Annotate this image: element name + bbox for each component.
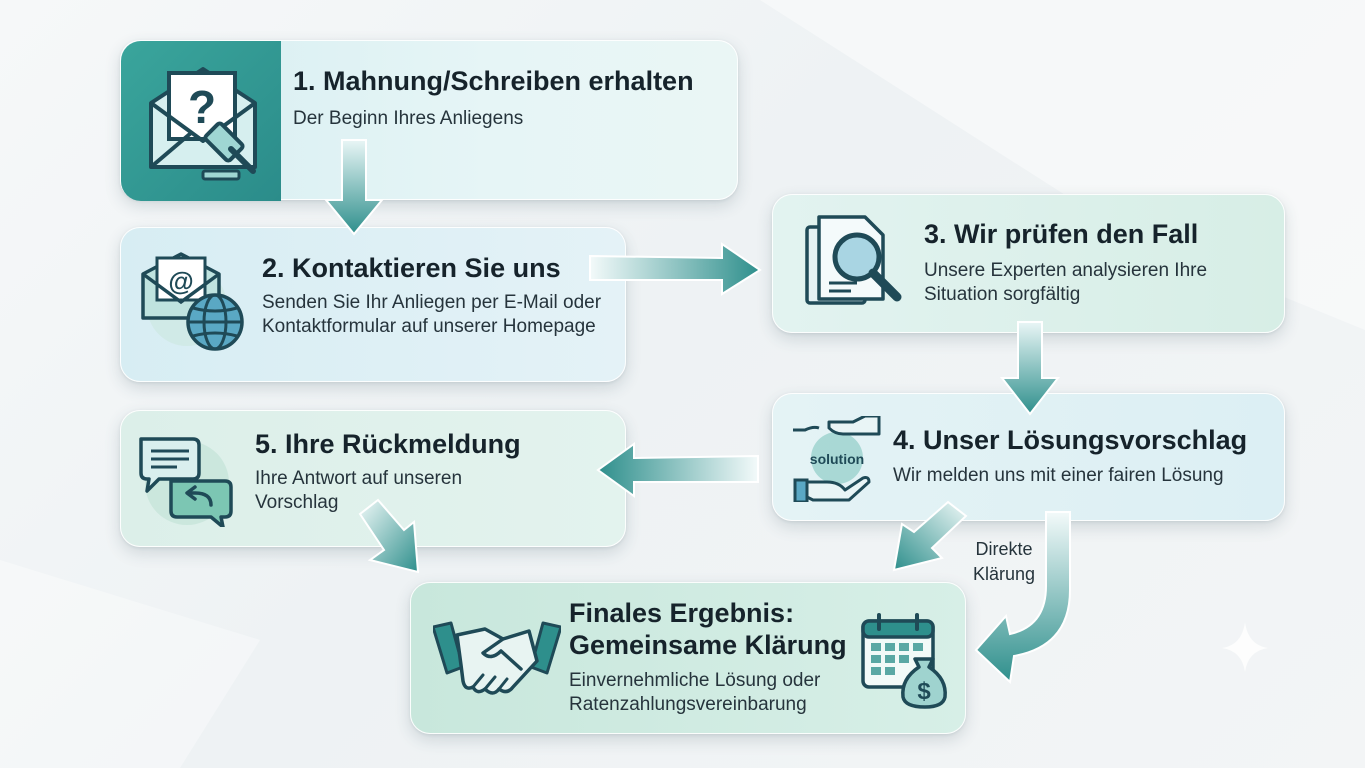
step-2-desc: Senden Sie Ihr Anliegen per E-Mail oder …: [262, 292, 602, 337]
arrow-step5-to-final: [358, 498, 420, 574]
step-4-desc: Wir melden uns mit einer fairen Lösung: [893, 465, 1224, 486]
envelope-question-gavel-icon: ?: [149, 67, 257, 181]
email-globe-icon: @: [141, 252, 244, 351]
step-5-title: 5. Ihre Rückmeldung: [255, 429, 521, 459]
step-2-card: @ 2. Kontaktieren Sie uns Senden Sie Ihr…: [120, 227, 626, 382]
arrow-step4-to-step5: [596, 442, 759, 498]
final-desc: Einvernehmliche Lösung oder Ratenzahlung…: [569, 670, 821, 715]
solution-icon-text: solution: [810, 451, 864, 467]
final-result-card: Finales Ergebnis: Gemeinsame Klärung Ein…: [410, 582, 966, 734]
step-2-title: 2. Kontaktieren Sie uns: [262, 253, 561, 283]
arrow-step2-to-step3: [589, 242, 762, 296]
calendar-money-bag-icon: $: [861, 613, 947, 709]
step-3-title: 3. Wir prüfen den Fall: [924, 219, 1199, 249]
step-3-card: 3. Wir prüfen den Fall Unsere Experten a…: [772, 194, 1285, 333]
handshake-icon: [433, 621, 561, 695]
step-3-desc: Unsere Experten analysieren Ihre Situati…: [924, 260, 1208, 305]
svg-text:?: ?: [188, 81, 216, 133]
direct-clarification-label-line1: Direkte: [975, 539, 1033, 559]
arrow-step1-to-step2: [323, 139, 385, 236]
step-4-title: 4. Unser Lösungsvorschlag: [893, 425, 1248, 455]
arrow-step3-to-step4: [999, 321, 1061, 416]
direct-clarification-label-line2: Klärung: [972, 564, 1036, 584]
step-1-icon-box: ?: [121, 41, 281, 201]
hands-solution-icon: solution: [793, 416, 881, 502]
step-1-title: 1. Mahnung/Schreiben erhalten: [293, 66, 694, 96]
final-title-line2: Gemeinsame Klärung: [569, 630, 847, 660]
step-5-desc: Ihre Antwort auf unseren Vorschlag: [255, 468, 463, 513]
arrow-step4-to-final: [892, 500, 968, 572]
step-4-card: solution 4. Unser Lösungsvorschlag Wir m…: [772, 393, 1285, 521]
chat-bubbles-icon: [139, 437, 233, 527]
arrow-direct-clarification: [974, 511, 1071, 685]
final-title-line1: Finales Ergebnis:: [569, 598, 795, 628]
svg-text:@: @: [168, 266, 193, 296]
step-1-desc: Der Beginn Ihres Anliegens: [293, 108, 524, 129]
step-1-card: ? 1. Mahnung/Schreiben erhalten Der Begi…: [120, 40, 738, 201]
document-magnifier-icon: [805, 215, 902, 305]
svg-text:$: $: [917, 678, 931, 705]
